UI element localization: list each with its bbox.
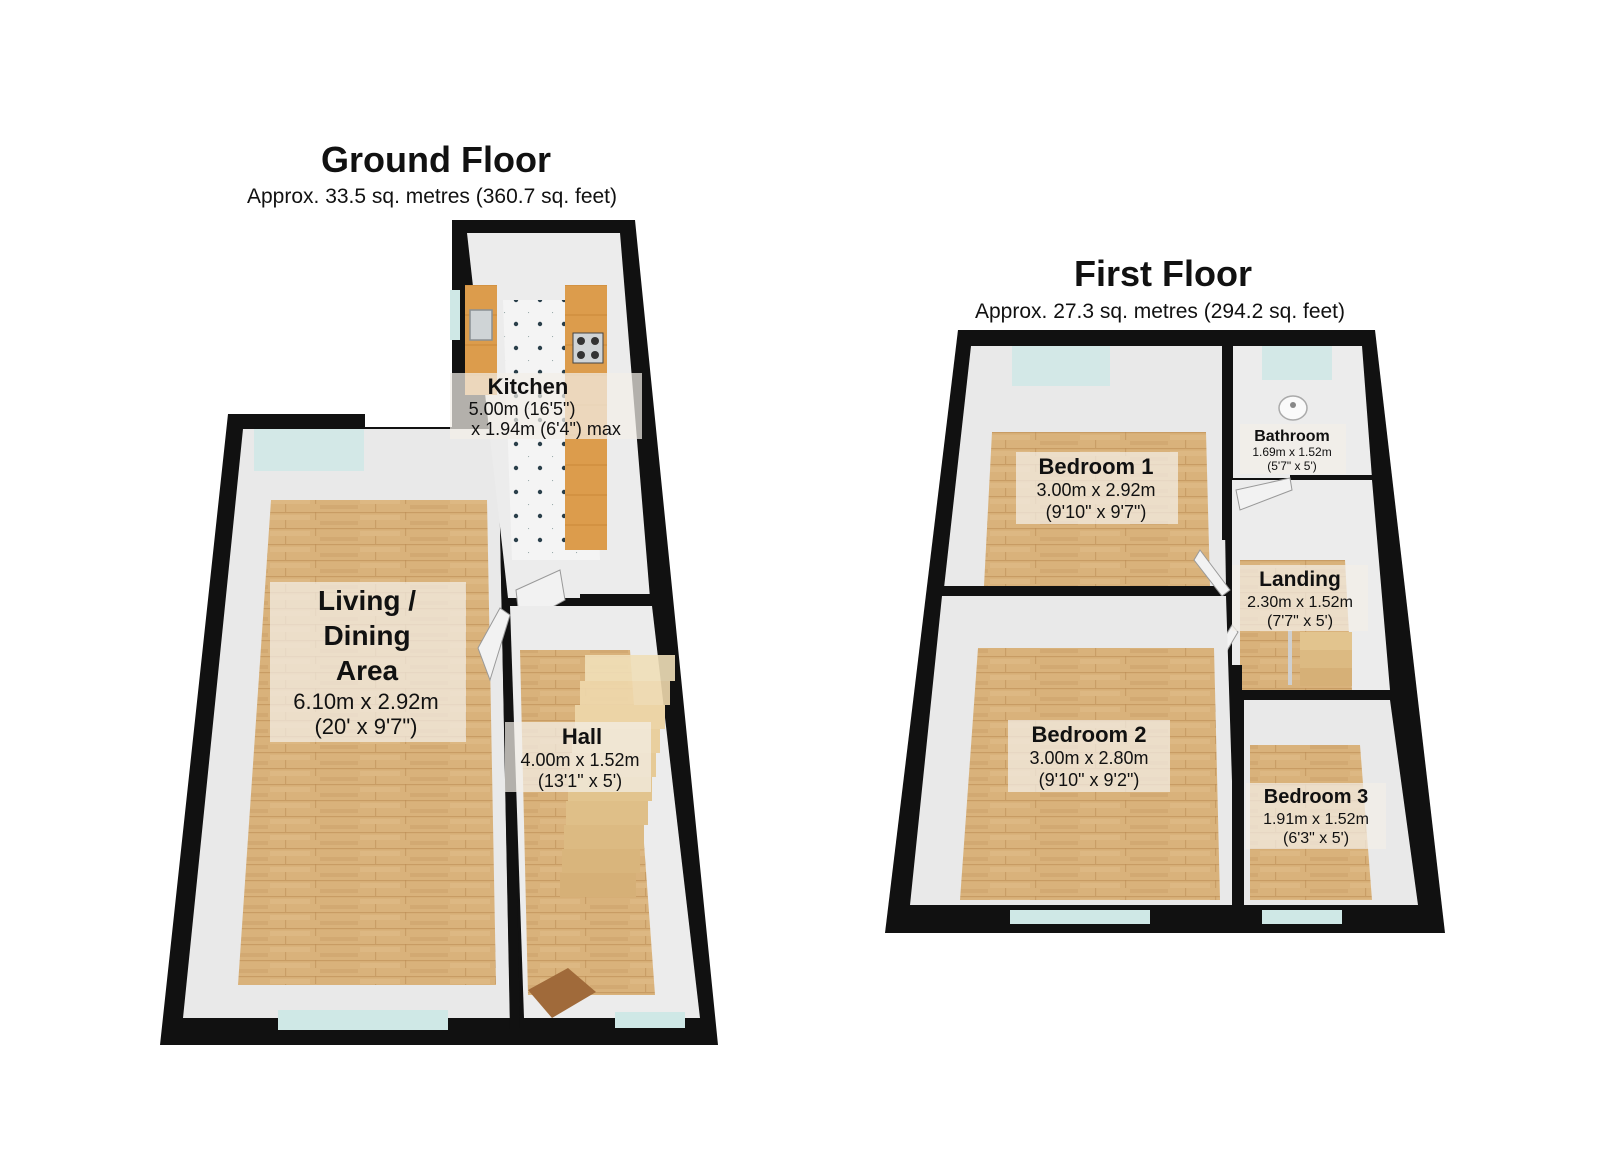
room-name-bedroom-2: Bedroom 2 [1032, 722, 1147, 747]
room-name-living-line-2: Dining [323, 620, 410, 651]
bedroom-1-bathroom-wall [1222, 340, 1232, 540]
label-bedroom-1: Bedroom 1 3.00m x 2.92m (9'10" x 9'7") [1016, 452, 1178, 524]
room-dim-living-1: 6.10m x 2.92m [293, 689, 439, 714]
bedroom-1-2-wall [942, 586, 1228, 596]
basin-icon [1278, 395, 1308, 421]
room-name-bedroom-3: Bedroom 3 [1264, 786, 1368, 808]
kitchen-window [450, 290, 460, 340]
room-dim-hall-2: (13'1" x 5') [538, 771, 622, 791]
landing-bedroom-3-wall [1322, 695, 1397, 703]
bedroom-2-3-wall [1232, 665, 1242, 920]
landing-stairs-icon [1288, 630, 1352, 686]
bathroom-window [1262, 346, 1332, 380]
room-name-hall: Hall [562, 724, 602, 749]
room-dim-bathroom-2: (5'7" x 5') [1267, 459, 1317, 473]
room-name-bedroom-1: Bedroom 1 [1039, 454, 1154, 479]
hob-icon [572, 332, 604, 364]
living-room-floor [238, 500, 496, 985]
bathroom-door-icon [1235, 477, 1293, 511]
label-bedroom-3: Bedroom 3 1.91m x 1.52m (6'3" x 5') [1246, 783, 1386, 849]
room-name-bathroom: Bathroom [1254, 428, 1330, 445]
room-dim-landing-2: (7'7" x 5') [1267, 613, 1333, 630]
label-bedroom-2: Bedroom 2 3.00m x 2.80m (9'10" x 9'2") [1008, 720, 1170, 792]
room-dim-bedroom-3-2: (6'3" x 5') [1283, 830, 1349, 847]
first-floor-title: First Floor [1074, 253, 1252, 294]
living-door-icon [477, 607, 511, 682]
room-dim-landing-1: 2.30m x 1.52m [1247, 594, 1353, 611]
room-dim-bedroom-3-1: 1.91m x 1.52m [1263, 811, 1369, 828]
door-mat-icon [528, 968, 596, 1018]
room-dim-bedroom-2-2: (9'10" x 9'2") [1039, 770, 1140, 790]
living-window-bottom [278, 1010, 448, 1030]
room-dim-kitchen-2: x 1.94m (6'4") max [471, 419, 621, 439]
label-living-dining-area: Living / Dining Area 6.10m x 2.92m (20' … [270, 582, 466, 742]
room-name-kitchen: Kitchen [488, 374, 569, 399]
kitchen-hall-wall [580, 594, 654, 604]
label-hall: Hall 4.00m x 1.52m (13'1" x 5') [505, 722, 651, 792]
room-dim-hall-1: 4.00m x 1.52m [520, 750, 639, 770]
ground-floor-area: Approx. 33.5 sq. metres (360.7 sq. feet) [247, 185, 617, 208]
room-name-living-line-1: Living / [318, 585, 416, 616]
room-dim-bathroom-1: 1.69m x 1.52m [1252, 445, 1331, 459]
room-dim-kitchen-1: 5.00m (16'5") [469, 399, 576, 419]
room-name-landing: Landing [1259, 568, 1341, 591]
room-name-living-line-3: Area [336, 655, 399, 686]
bedroom-3-window [1262, 910, 1342, 924]
room-dim-bedroom-1-1: 3.00m x 2.92m [1036, 480, 1155, 500]
label-bathroom: Bathroom 1.69m x 1.52m (5'7" x 5') [1240, 424, 1346, 474]
living-window-top [254, 429, 364, 471]
bedroom-2-window [1010, 910, 1150, 924]
room-dim-bedroom-1-2: (9'10" x 9'7") [1046, 502, 1147, 522]
label-kitchen: Kitchen 5.00m (16'5") x 1.94m (6'4") max [450, 373, 642, 439]
first-floor-area: Approx. 27.3 sq. metres (294.2 sq. feet) [975, 300, 1345, 323]
room-dim-living-2: (20' x 9'7") [314, 714, 417, 739]
hall-window-bottom [615, 1012, 685, 1028]
bedroom-1-window [1012, 346, 1110, 386]
room-dim-bedroom-2-1: 3.00m x 2.80m [1029, 748, 1148, 768]
kitchen-sink-icon [469, 309, 493, 341]
label-landing: Landing 2.30m x 1.52m (7'7" x 5') [1232, 565, 1368, 631]
ground-floor-title: Ground Floor [321, 139, 551, 180]
bathroom-landing-wall [1290, 475, 1375, 483]
